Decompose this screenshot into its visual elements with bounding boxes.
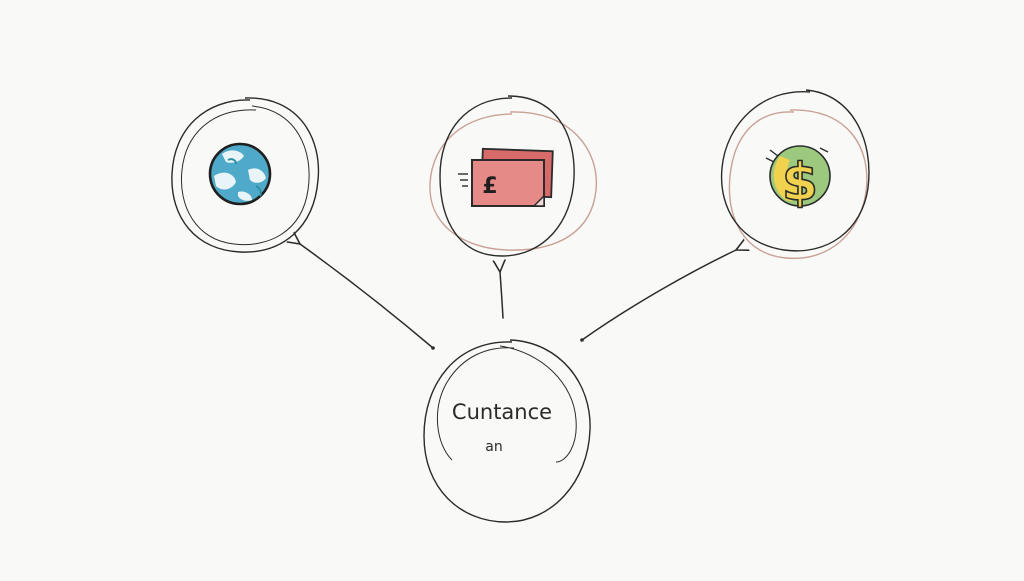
node-note-outline bbox=[439, 95, 575, 257]
arrow-to-globe bbox=[300, 244, 434, 349]
coin-currency-symbol: $ bbox=[782, 153, 818, 213]
node-center-outline-sketch bbox=[436, 345, 577, 463]
node-center: Cuntance an bbox=[423, 339, 591, 523]
node-globe bbox=[171, 97, 320, 253]
node-note: £ bbox=[429, 95, 598, 257]
node-coin-outline-rose bbox=[728, 109, 868, 260]
note-currency-symbol: £ bbox=[482, 174, 497, 199]
node-coin: $ bbox=[720, 89, 870, 260]
center-node-subtitle: an bbox=[485, 439, 502, 455]
dollar-coin-icon: $ bbox=[765, 145, 831, 214]
node-center-outline bbox=[423, 339, 591, 523]
node-coin-outline bbox=[720, 89, 870, 252]
arrow-to-coin bbox=[581, 250, 736, 341]
node-note-outline-rose bbox=[429, 111, 598, 251]
center-node-title: Cuntance bbox=[452, 400, 552, 424]
currency-note-icon: £ bbox=[458, 147, 554, 207]
node-globe-outline-sketch bbox=[180, 105, 310, 246]
globe-icon bbox=[208, 142, 272, 206]
arrow-to-note bbox=[500, 272, 503, 319]
node-globe-outline bbox=[171, 97, 320, 253]
